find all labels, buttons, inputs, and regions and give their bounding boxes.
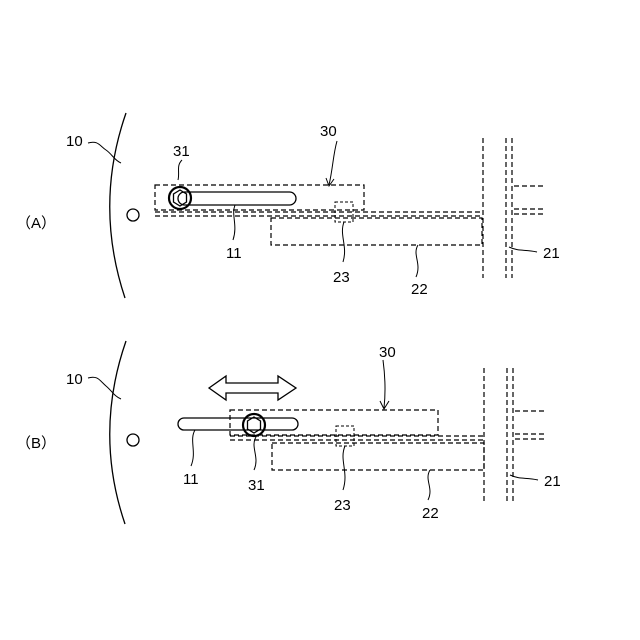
panel-b-rail-lines xyxy=(230,436,484,440)
panel-b-ref-22: 22 xyxy=(422,505,439,522)
panel-a-leader-22 xyxy=(416,245,418,277)
panel-a-frame-21-right xyxy=(506,138,512,278)
panel-b-frame-21-right xyxy=(507,368,513,503)
panel-a-ref-22: 22 xyxy=(411,281,428,298)
panel-a-leader-31 xyxy=(178,160,182,180)
panel-a-leader-21 xyxy=(509,247,537,252)
panel-a-leader-30 xyxy=(329,141,337,185)
panel-b-member-30 xyxy=(230,410,438,435)
panel-b-ref-23: 23 xyxy=(334,497,351,514)
panel-b-leader-30 xyxy=(383,360,385,408)
panel-a: （A） 10 31 30 11 23 22 21 xyxy=(16,113,560,298)
panel-b-label: （B） xyxy=(16,435,56,452)
panel-a-bolt-31 xyxy=(169,187,191,209)
panel-b-leader-31 xyxy=(254,437,256,470)
panel-a-wall-curve xyxy=(110,113,126,298)
panel-b-ref-30: 30 xyxy=(379,344,396,361)
panel-a-hole xyxy=(127,209,139,221)
panel-b-member-22 xyxy=(272,443,484,470)
panel-b-leader-23 xyxy=(343,446,345,490)
panel-b-leader-10 xyxy=(88,377,121,399)
double-arrow-icon xyxy=(209,376,296,400)
panel-a-frame-ledges xyxy=(514,186,545,214)
panel-a-rail-lines xyxy=(155,212,482,216)
panel-b-wall-curve xyxy=(110,341,126,524)
panel-b-slot-11 xyxy=(178,418,298,430)
panel-a-member-22 xyxy=(271,218,482,245)
panel-b-hole xyxy=(127,434,139,446)
panel-b-ref-21: 21 xyxy=(544,473,561,490)
panel-b-ref-11: 11 xyxy=(183,471,199,488)
panel-b-leader-22 xyxy=(428,470,430,500)
panel-a-ref-23: 23 xyxy=(333,269,350,286)
panel-b: （B） 10 30 11 31 23 22 21 xyxy=(16,341,561,524)
panel-a-leader-23 xyxy=(342,222,344,262)
panel-a-ref-21: 21 xyxy=(543,245,560,262)
panel-a-ref-10: 10 xyxy=(66,133,83,150)
panel-a-ref-30: 30 xyxy=(320,123,337,140)
panel-b-leader-21 xyxy=(510,475,538,480)
panel-b-frame-ledges xyxy=(515,411,546,439)
panel-b-ref-31: 31 xyxy=(248,477,265,494)
panel-b-ref-10: 10 xyxy=(66,371,83,388)
panel-a-ref-31: 31 xyxy=(173,143,190,160)
panel-b-bolt-31 xyxy=(243,414,265,436)
panel-a-ref-11: 11 xyxy=(226,245,242,262)
panel-a-label: （A） xyxy=(16,215,56,232)
panel-b-leader-11 xyxy=(191,430,195,466)
panel-a-slot-11 xyxy=(178,192,296,205)
